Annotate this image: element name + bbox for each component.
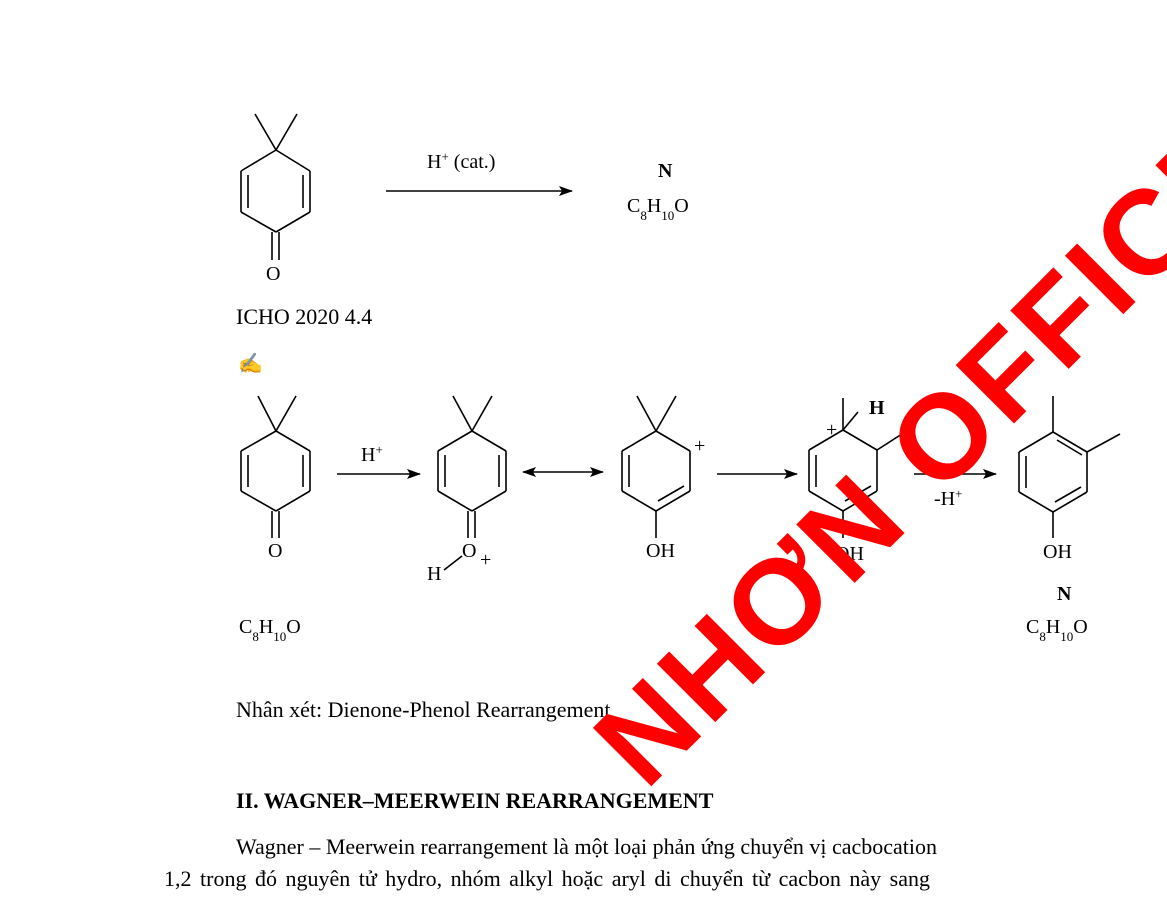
problem-reference: ICHO 2020 4.4: [236, 304, 373, 329]
mechanism-s1-oxygen: O: [268, 540, 282, 562]
mechanism-s3-hydroxyl: OH: [646, 540, 675, 562]
protonation-label: H+: [361, 442, 383, 467]
mechanism-s4-hydrogen: H: [869, 397, 885, 419]
product-label: N: [658, 160, 673, 182]
protonated-dienone-structure: [437, 395, 507, 571]
mechanism-s3-charge: +: [694, 435, 705, 457]
reactant-dienone-structure: [240, 113, 311, 260]
mechanism-s4-hydroxyl: OH: [835, 543, 864, 565]
remark-text: Nhân xét: Dienone-Phenol Rearrangement: [236, 697, 611, 722]
deprotonation-label: -H+: [934, 486, 962, 511]
mechanism-left-formula: C8H10O: [239, 616, 301, 644]
mechanism-s5-hydroxyl: OH: [1043, 541, 1072, 563]
paragraph-line-1: Wagner – Meerwein rearrangement là một l…: [236, 834, 938, 859]
mechanism-s2-oxygen: O: [462, 540, 476, 562]
pencil-icon: ✍: [238, 353, 263, 375]
product-formula: C8H10O: [627, 195, 689, 223]
carbocation-structure: [621, 395, 691, 538]
reactant-oxygen: O: [266, 263, 280, 285]
mechanism-s2-hydrogen: H: [427, 563, 441, 585]
paragraph-line-2: 1,2 trong đó nguyên tử hydro, nhóm alkyl…: [164, 866, 930, 891]
mechanism-s2-charge: +: [480, 549, 491, 571]
mechanism-dienone-structure: [240, 395, 311, 538]
mechanism-product-label: N: [1057, 583, 1072, 605]
arrow-condition: H+ (cat.): [427, 149, 495, 174]
section-heading: II. WAGNER–MEERWEIN REARRANGEMENT: [236, 788, 714, 813]
mechanism-right-formula: C8H10O: [1026, 616, 1088, 644]
dimethylphenol-structure: [1018, 396, 1121, 538]
shifted-cation-structure: [808, 398, 906, 538]
mechanism-s4-charge: +: [826, 419, 837, 441]
